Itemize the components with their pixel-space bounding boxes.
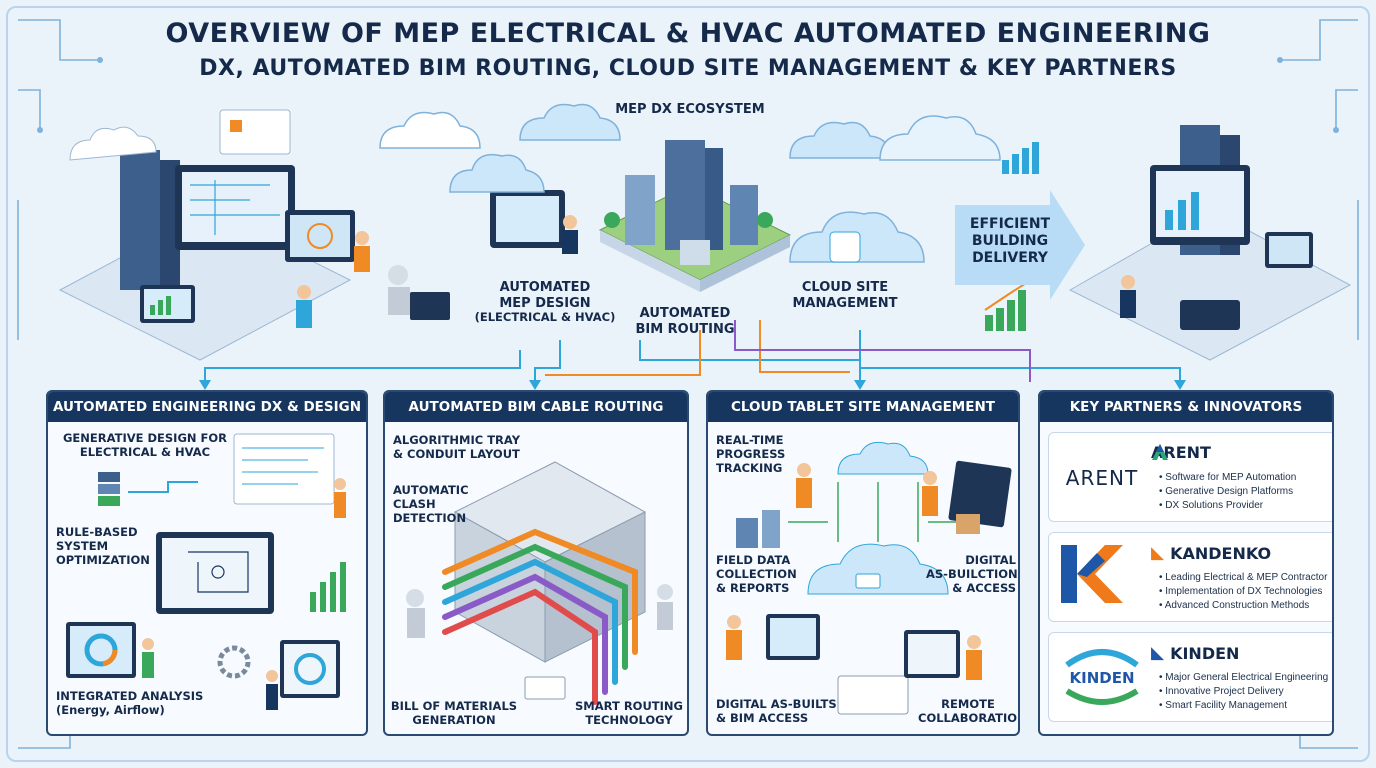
kandenko-logo <box>1057 541 1147 615</box>
kinden-name: ◣ KINDEN <box>1151 643 1240 663</box>
kandenko-mini-icon: ◣ <box>1151 543 1165 563</box>
kandenko-name: ◣ KANDENKO <box>1151 543 1272 563</box>
arent-mark-icon <box>1152 444 1168 460</box>
page-frame <box>6 6 1370 762</box>
digital-as-builts-label: DIGITAL AS-BUILTS& BIM ACCESS <box>716 697 837 725</box>
sub-title: DX, AUTOMATED BIM ROUTING, CLOUD SITE MA… <box>199 56 1177 81</box>
algorithmic-tray-label: ALGORITHMIC TRAY& CONDUIT LAYOUT <box>393 433 521 461</box>
kinden-mini-icon: ◣ <box>1151 643 1165 663</box>
arent-name: ARENT <box>1151 443 1211 462</box>
panel-partners-title: KEY PARTNERS & INNOVATORS <box>1040 392 1332 422</box>
main-title: OVERVIEW OF MEP ELECTRICAL & HVAC AUTOMA… <box>165 18 1211 49</box>
kinden-list: Major General Electrical Engineering Inn… <box>1159 671 1328 713</box>
arent-list: Software for MEP Automation Generative D… <box>1159 471 1296 513</box>
panel-partners: KEY PARTNERS & INNOVATORS ARENT ARENT So… <box>1038 390 1334 736</box>
panel-engineering-title: AUTOMATED ENGINEERING DX & DESIGN <box>48 392 366 422</box>
arent-logo: ARENT <box>1065 466 1139 490</box>
cloud-illustration <box>726 441 1012 715</box>
kinden-logo: KINDEN <box>1057 641 1147 715</box>
panel-routing: AUTOMATED BIM CABLE ROUTING ALGORITHMIC … <box>383 390 689 736</box>
panel-routing-title: AUTOMATED BIM CABLE ROUTING <box>385 392 687 422</box>
kinden-swoosh-icon <box>1065 649 1139 705</box>
integrated-analysis-label: INTEGRATED ANALYSIS(Energy, Airflow) <box>56 689 204 717</box>
routing-illustration <box>406 461 673 705</box>
ecosystem-label: MEP DX ECOSYSTEM <box>615 102 765 117</box>
partner-card-kandenko[interactable]: ◣ KANDENKO Leading Electrical & MEP Cont… <box>1048 532 1332 622</box>
panel-cloud-title: CLOUD TABLET SITE MANAGEMENT <box>708 392 1018 422</box>
kandenko-k-icon <box>1061 545 1123 603</box>
kandenko-list: Leading Electrical & MEP Contractor Impl… <box>1159 571 1328 613</box>
partner-card-kinden[interactable]: KINDEN ◣ KINDEN Major General Electrical… <box>1048 632 1332 722</box>
panel-engineering: AUTOMATED ENGINEERING DX & DESIGN GENERA… <box>46 390 368 736</box>
engineering-illustration <box>66 433 346 710</box>
partner-card-arent[interactable]: ARENT ARENT Software for MEP Automation … <box>1048 432 1332 522</box>
